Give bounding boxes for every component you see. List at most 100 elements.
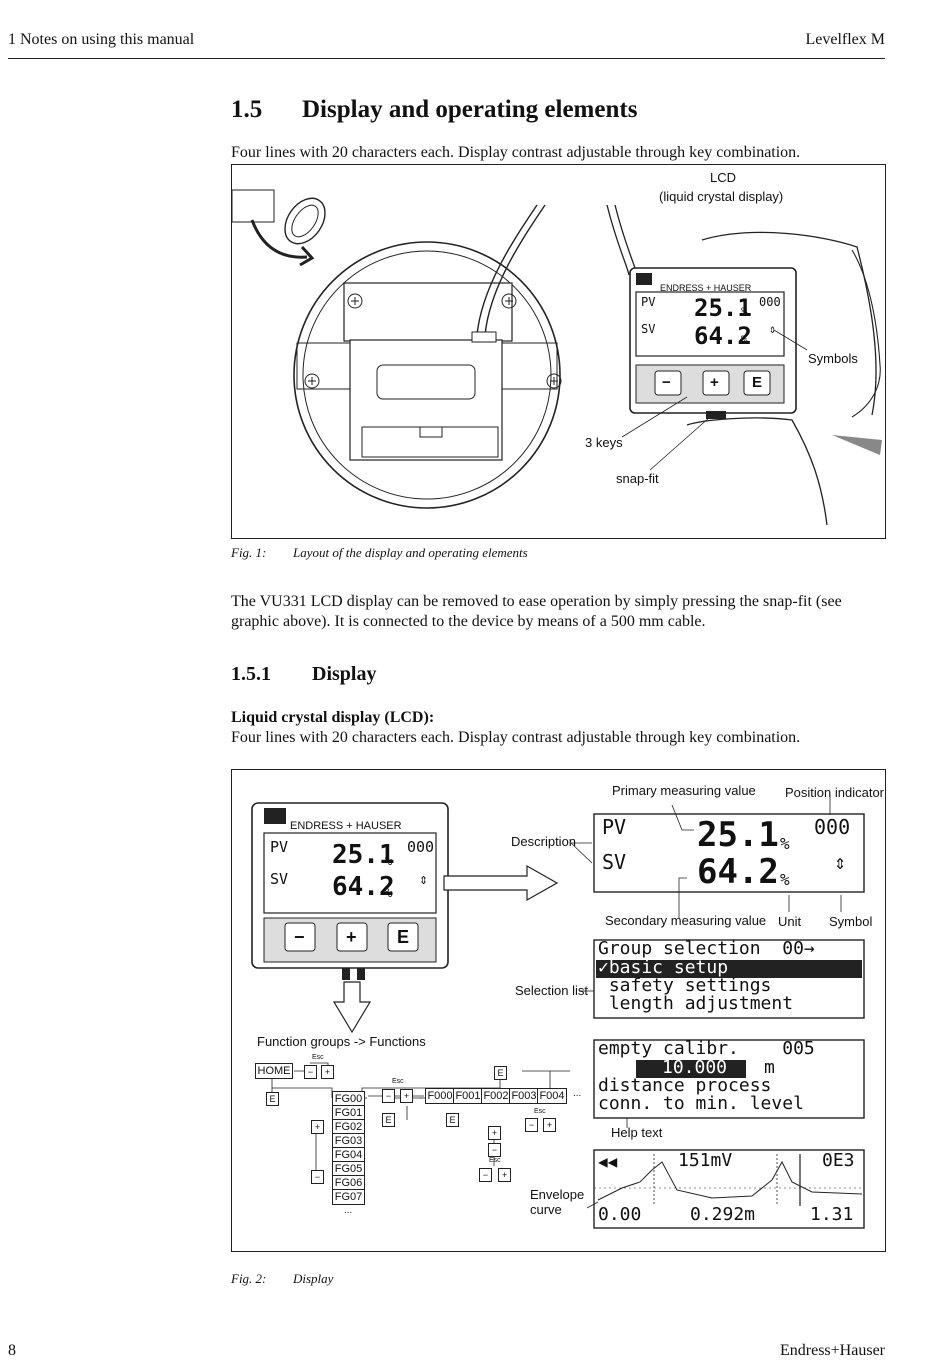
main-pv-value: 25.1 [697,815,779,855]
figure-1: LCD (liquid crystal display) ENDRESS + H… [231,164,886,539]
esc-label-2: Esc [392,1078,404,1085]
nav-e-top: E [494,1066,507,1080]
description-label: Description [511,834,577,849]
snap-fit-label: snap-fit [616,471,659,486]
lcd-position: 000 [759,295,781,309]
subsection-title: Display [312,663,377,685]
selection-line-4: length adjustment [598,993,794,1014]
fg01-box: FG01 [332,1105,365,1121]
main-pv-tag: PV [602,815,627,839]
fg07-box: FG07 [332,1189,365,1205]
nav-minus-4: − [479,1168,492,1182]
selection-line-1: Group selection 00→ [598,938,815,959]
fg06-box: FG06 [332,1175,365,1191]
device2-key-e: E [397,927,410,947]
esc-label-3: Esc [489,1157,501,1164]
envelope-code: 0E3 [822,1150,855,1171]
lcd-symbol: ⇕ [769,322,777,336]
envelope-label: Envelope [530,1187,585,1202]
fg-ellipsis: ... [344,1205,353,1216]
header-rule [8,58,885,59]
figure-1-number: Fig. 1: [231,545,267,560]
device2-sv-tag: SV [270,870,289,888]
main-symbol: ⇕ [834,850,847,874]
lcd-heading: Liquid crystal display (LCD): [231,709,435,726]
lcd-sv-value: 64.2 [694,322,752,350]
envelope-distance: 0.292m [690,1204,756,1225]
envelope-start: 0.00 [598,1204,642,1225]
lcd-pv-unit: % [741,305,748,318]
page-number: 8 [8,1342,16,1359]
section-title: Display and operating elements [302,96,638,123]
envelope-end: 1.31 [810,1204,854,1225]
main-position: 000 [814,815,851,839]
fg03-box: FG03 [332,1133,365,1149]
running-header-left: 1 Notes on using this manual [8,31,195,48]
f001-box: F001 [453,1088,483,1104]
device2-symbol: ⇕ [419,870,429,888]
nav-minus-3: − [488,1143,501,1157]
lcd-text: Four lines with 20 characters each. Disp… [231,729,801,746]
selection-line-3: safety settings [598,975,772,996]
lcd-sublabel: (liquid crystal display) [659,189,784,204]
position-indicator-label: Position indicator [785,785,884,800]
nav-plus-4: + [498,1168,511,1182]
help-text-label: Help text [611,1125,663,1140]
lcd-sv-unit: % [741,333,748,346]
nav-plus-3: + [488,1126,501,1140]
fg04-box: FG04 [332,1147,365,1163]
paragraph-vu331: The VU331 LCD display can be removed to … [231,593,842,630]
key-plus: + [710,374,719,391]
help-value: 10.000 [662,1057,728,1078]
nav-e-3: E [446,1113,459,1127]
help-line-3: distance process [598,1075,772,1096]
running-header-right: Levelflex M [805,31,885,48]
selection-line-2: ✓basic setup [598,957,729,978]
figure-2-drawing [251,795,865,1229]
main-sv-value: 64.2 [697,852,779,892]
lcd-sv-tag: SV [641,322,656,336]
figure-2-caption: Display [293,1271,334,1286]
nav-e-1: E [266,1092,279,1106]
device2-pv-value: 25.1 [332,840,395,870]
key-minus: − [662,374,671,391]
nav-plus-fg: + [311,1120,324,1134]
f000-box: F000 [425,1088,455,1104]
section-number: 1.5 [231,96,263,123]
device2-key-minus: − [294,927,305,947]
figure-2-number: Fig. 2: [231,1271,267,1286]
function-groups-label: Function groups -> Functions [257,1034,426,1049]
nav-e-2: E [382,1113,395,1127]
unit-label: Unit [778,914,802,929]
envelope-signal: 151mV [678,1150,733,1171]
envelope-label-2: curve [530,1202,562,1217]
primary-value-label: Primary measuring value [612,783,756,798]
help-unit: m [764,1057,775,1078]
fg05-box: FG05 [332,1161,365,1177]
device-brand: ENDRESS + HAUSER [660,283,752,293]
key-e: E [752,374,763,391]
figure-1-caption: Layout of the display and operating elem… [293,545,528,560]
help-line-4: conn. to min. level [598,1093,804,1114]
footer-brand: Endress+Hauser [780,1342,885,1359]
function-ellipsis: ... [573,1088,582,1099]
esc-label-1: Esc [312,1054,324,1061]
device2-pv-unit: % [385,854,393,868]
device2-sv-value: 64.2 [332,872,395,902]
nav-minus-1: − [304,1065,317,1079]
fg02-box: FG02 [332,1119,365,1135]
section-intro: Four lines with 20 characters each. Disp… [231,144,801,161]
f002-box: F002 [481,1088,511,1104]
main-pv-unit: % [780,834,790,853]
nav-minus-5: − [525,1118,538,1132]
selection-list-label: Selection list [515,983,588,998]
nav-minus-2: − [382,1089,395,1103]
device2-sv-unit: % [385,886,393,900]
main-sv-tag: SV [602,850,627,874]
device2-key-plus: + [346,927,357,947]
esc-label-4: Esc [534,1108,546,1115]
home-box: HOME [255,1063,293,1079]
secondary-value-label: Secondary measuring value [605,913,767,928]
symbols-label: Symbols [808,351,858,366]
main-sv-unit: % [780,870,790,889]
